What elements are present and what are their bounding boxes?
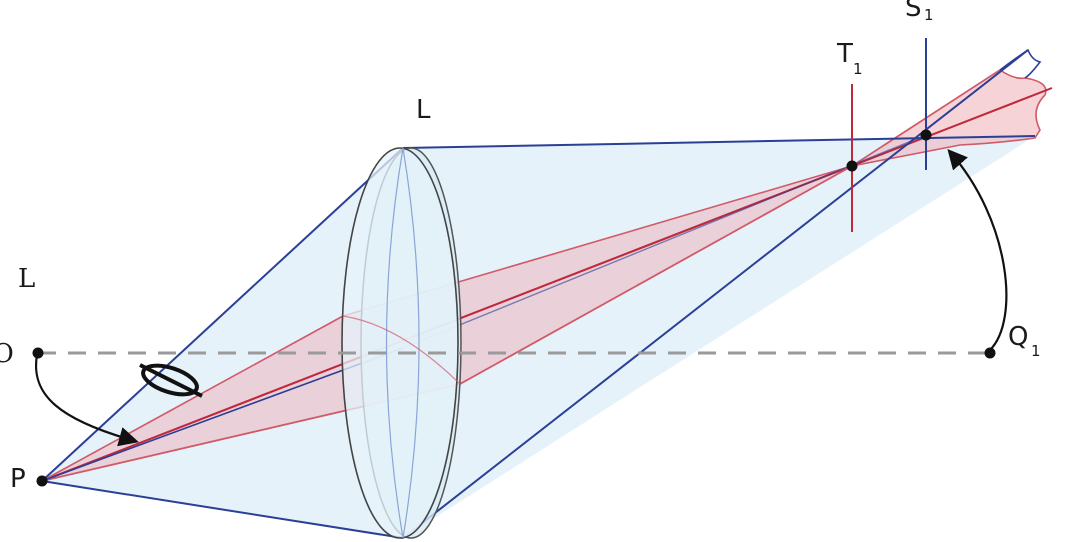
red-ray-lower-2 bbox=[459, 165, 853, 385]
point-q bbox=[32, 347, 44, 359]
label-lens: L bbox=[416, 95, 431, 125]
angle-phi-symbol: φ bbox=[139, 363, 203, 398]
label-point-t1-sub: 1 bbox=[853, 60, 863, 78]
label-point-t1: T bbox=[836, 39, 853, 69]
label-point-s1-sub: 1 bbox=[924, 6, 934, 24]
lens bbox=[341, 147, 462, 539]
point-p bbox=[36, 475, 48, 487]
label-left-edge-mid: Ɔ bbox=[0, 339, 14, 369]
label-point-q1-sub: 1 bbox=[1031, 342, 1041, 360]
label-point-s1: S bbox=[905, 0, 922, 23]
label-point-p: P bbox=[10, 464, 26, 494]
blue-ray-after bbox=[402, 134, 927, 349]
red-ray-chief bbox=[41, 87, 1053, 482]
arc-arrow-q-to-p bbox=[34, 354, 139, 447]
label-point-q1: Q bbox=[1008, 322, 1028, 352]
point-s1 bbox=[920, 129, 932, 141]
point-q1 bbox=[984, 347, 996, 359]
label-left-edge-top: L bbox=[18, 264, 35, 294]
blue-edge-top-in bbox=[41, 147, 404, 482]
red-ray-upper-1 bbox=[41, 315, 344, 482]
arc-arrow-q1-to-s1 bbox=[947, 149, 1008, 351]
blue-cone-after-lens bbox=[403, 136, 1035, 538]
blue-edge-bottom-in bbox=[41, 480, 404, 539]
point-t1 bbox=[846, 160, 858, 172]
red-fan-beyond-focus bbox=[851, 69, 1047, 167]
red-fan-after-lens bbox=[343, 166, 852, 384]
